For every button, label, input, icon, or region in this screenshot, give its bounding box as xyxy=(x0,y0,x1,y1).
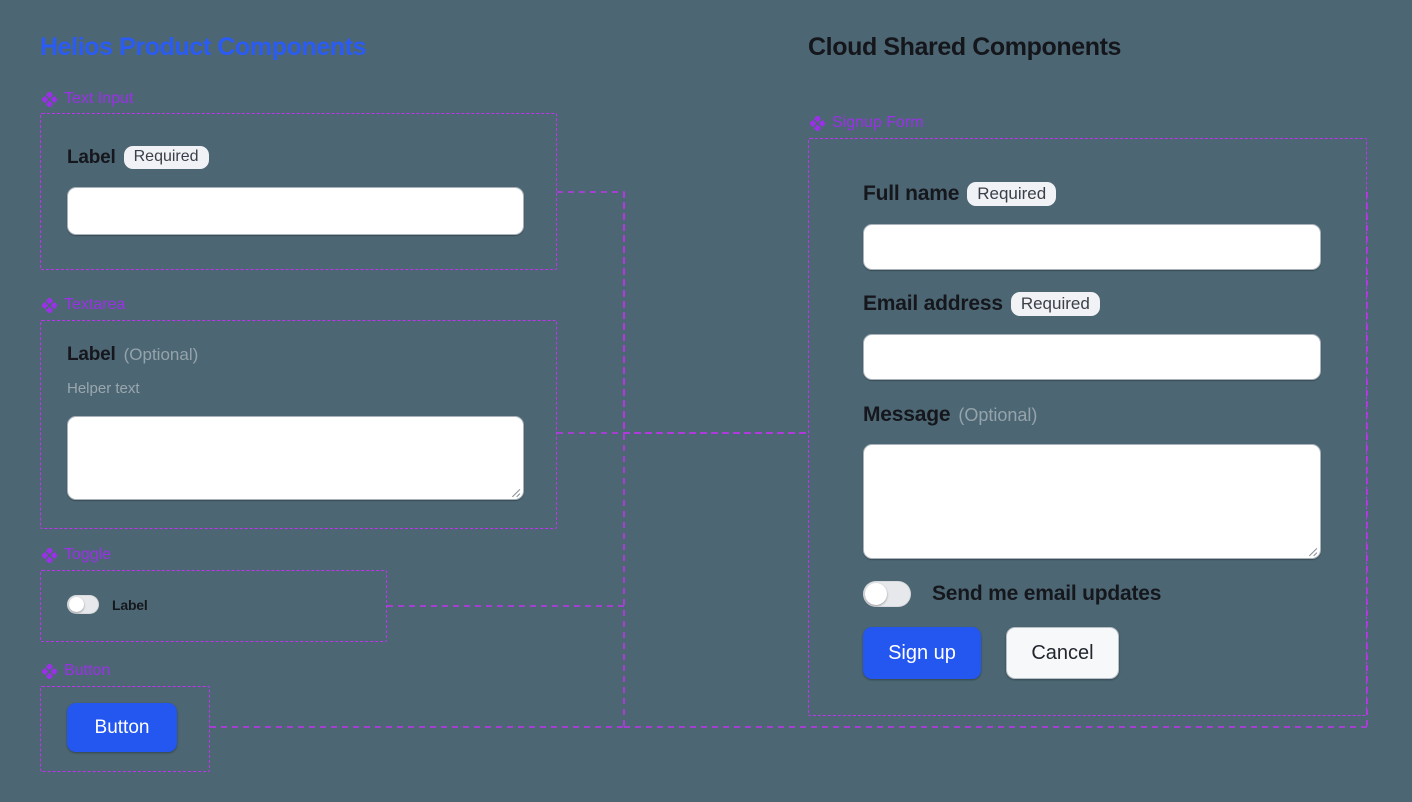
full-name-label: Full name xyxy=(863,182,960,205)
email-address-required-badge: Required xyxy=(1010,292,1100,316)
sign-up-button[interactable]: Sign up xyxy=(863,627,981,679)
email-updates-label: Send me email updates xyxy=(932,582,1162,605)
toggle-label: Label xyxy=(112,596,148,613)
component-diamond-icon xyxy=(810,115,825,131)
full-name-input[interactable] xyxy=(863,224,1321,270)
email-address-input[interactable] xyxy=(863,334,1321,380)
textarea-helper-text: Helper text xyxy=(67,380,140,397)
component-frame-text-input xyxy=(40,113,557,270)
demo-button[interactable]: Button xyxy=(67,703,177,752)
text-input-label-row: Label Required xyxy=(67,146,209,169)
textarea-label-row: Label (Optional) xyxy=(67,344,198,366)
cancel-button[interactable]: Cancel xyxy=(1006,627,1119,679)
section-label-textarea[interactable]: Textarea xyxy=(42,296,125,314)
section-label-text: Signup Form xyxy=(832,114,924,131)
section-label-text-input[interactable]: Text Input xyxy=(42,90,133,108)
component-frame-textarea xyxy=(40,320,557,529)
section-label-text: Toggle xyxy=(64,546,112,563)
text-input-field[interactable] xyxy=(67,187,524,235)
textarea-optional-tag: (Optional) xyxy=(123,345,199,364)
textarea-wrapper xyxy=(67,416,524,500)
email-updates-toggle-knob xyxy=(865,583,887,605)
toggle-knob xyxy=(69,597,84,612)
message-label: Message xyxy=(863,403,951,426)
text-input-label: Label xyxy=(67,146,116,168)
section-label-toggle[interactable]: Toggle xyxy=(42,546,111,564)
message-label-row: Message (Optional) xyxy=(863,403,1037,427)
section-label-signup-form[interactable]: Signup Form xyxy=(810,114,924,132)
full-name-label-row: Full name Required xyxy=(863,182,1057,206)
component-frame-button xyxy=(40,686,210,772)
section-label-button[interactable]: Button xyxy=(42,662,110,680)
component-diamond-icon xyxy=(42,663,57,679)
email-updates-toggle-row[interactable]: Send me email updates xyxy=(863,581,1161,607)
component-diamond-icon xyxy=(42,547,57,563)
email-updates-toggle[interactable] xyxy=(863,581,911,607)
full-name-required-badge: Required xyxy=(967,182,1057,206)
section-label-text: Button xyxy=(64,662,111,679)
toggle-switch[interactable] xyxy=(67,595,99,614)
component-diamond-icon xyxy=(42,91,57,107)
component-diamond-icon xyxy=(42,297,57,313)
textarea-field[interactable] xyxy=(67,416,524,500)
component-frame-toggle xyxy=(40,570,387,642)
message-optional-tag: (Optional) xyxy=(958,404,1038,425)
connector-text-input xyxy=(557,191,808,434)
textarea-label: Label xyxy=(67,344,116,365)
section-label-text: Textarea xyxy=(64,296,126,313)
left-column-title: Helios Product Components xyxy=(40,33,367,61)
right-column-title: Cloud Shared Components xyxy=(808,33,1122,61)
email-address-label: Email address xyxy=(863,292,1003,315)
toggle-demo-row[interactable]: Label xyxy=(67,595,148,614)
text-input-required-badge: Required xyxy=(123,146,209,169)
section-label-text: Text Input xyxy=(64,90,134,107)
message-textarea[interactable] xyxy=(863,444,1321,559)
message-wrapper xyxy=(863,444,1321,559)
email-address-label-row: Email address Required xyxy=(863,292,1100,316)
